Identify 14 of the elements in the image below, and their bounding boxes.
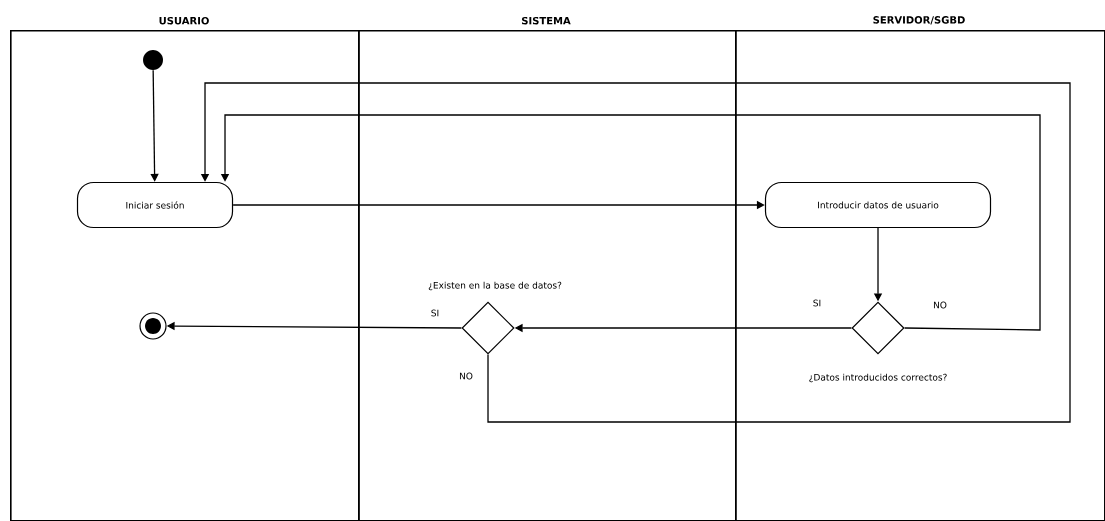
end-node: [139, 312, 167, 340]
node-label: SERVIDOR/SGBD: [873, 16, 965, 25]
edge-label: SI: [429, 308, 441, 318]
start-node: [143, 50, 163, 70]
node-label: ¿Datos introducidos correctos?: [809, 373, 947, 383]
arrow: [150, 69, 159, 182]
node-label: SISTEMA: [522, 16, 571, 25]
edge-label: NO: [458, 371, 474, 381]
edge-label: NO: [932, 300, 948, 310]
node-label: USUARIO: [159, 16, 209, 25]
node-label: ¿Existen en la base de datos?: [428, 281, 562, 291]
action-box: Introducir datos de usuario: [764, 181, 992, 229]
action-box: Iniciar sesión: [76, 181, 234, 229]
edge-label: SI: [811, 298, 823, 308]
